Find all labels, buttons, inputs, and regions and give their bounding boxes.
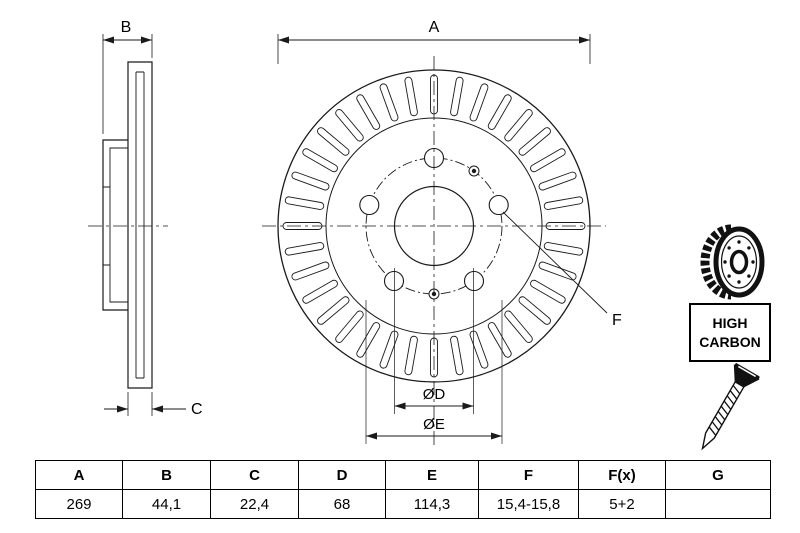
- high-carbon-line1: HIGH: [712, 315, 748, 332]
- side-view-hat-outer: [102, 139, 128, 311]
- dim-label-b: B: [121, 19, 132, 36]
- technical-drawing-canvas: A B C ØD: [88, 19, 765, 451]
- vent-slot: [518, 127, 551, 156]
- dimension-e: ØE: [365, 300, 503, 444]
- vent-slot: [487, 322, 512, 358]
- table-header-row: A B C D E F F(x) G: [35, 460, 771, 490]
- table-value-row: 269 44,1 22,4 68 114,3 15,4-15,8 5+2: [35, 489, 771, 519]
- bolt-hole: [383, 270, 405, 292]
- bolt-hole: [488, 194, 509, 216]
- table-header-cell: E: [385, 460, 479, 490]
- vent-slot: [530, 279, 566, 304]
- vent-slot: [284, 242, 325, 256]
- vent-slot: [404, 76, 418, 117]
- disc-face-inner-ring: [720, 235, 758, 289]
- vent-slot: [379, 83, 399, 122]
- vent-slot: [543, 196, 584, 210]
- disc-rim-band: [700, 224, 732, 300]
- vent-slot: [291, 261, 330, 281]
- dim-label-a: A: [429, 19, 440, 36]
- table-value-cell: 15,4-15,8: [478, 489, 579, 519]
- table-value-cell: 22,4: [210, 489, 299, 519]
- vent-slot: [379, 330, 399, 369]
- f-leader-line: [502, 211, 608, 314]
- table-value-cell: 44,1: [122, 489, 211, 519]
- bolt-hole: [463, 270, 485, 292]
- vent-slot: [356, 322, 381, 358]
- vent-slot: [284, 196, 325, 210]
- vent-slot: [317, 127, 350, 156]
- dimension-f: F: [502, 211, 622, 329]
- side-view-bore-edges: [103, 186, 110, 266]
- dimension-a: A: [277, 19, 591, 64]
- table-value-cell: 5+2: [578, 489, 666, 519]
- side-view-ring-outline: [127, 61, 153, 389]
- side-view-hat-inner: [109, 147, 128, 303]
- dim-label-c: C: [191, 401, 203, 418]
- vent-slot: [543, 242, 584, 256]
- vent-slot: [469, 83, 489, 122]
- table-value-cell: 269: [35, 489, 123, 519]
- brake-disc-icon: [700, 224, 765, 300]
- table-header-cell: A: [35, 460, 123, 490]
- table-value-cell: [665, 489, 771, 519]
- vent-slot: [538, 171, 577, 191]
- vent-slot: [469, 330, 489, 369]
- vent-slot: [302, 148, 338, 173]
- disc-bolt-dots: [723, 240, 755, 284]
- dimension-d: ØD: [394, 268, 474, 414]
- vent-slot: [504, 310, 533, 343]
- vent-slot: [302, 279, 338, 304]
- table-value-cell: 68: [298, 489, 386, 519]
- table-header-cell: B: [122, 460, 211, 490]
- vent-slot: [356, 94, 381, 130]
- side-view: [88, 61, 168, 389]
- vent-slot: [291, 171, 330, 191]
- vent-slot: [530, 148, 566, 173]
- vent-slot: [404, 335, 418, 376]
- vent-slot: [317, 296, 350, 325]
- high-carbon-badge: HIGH CARBON: [689, 303, 771, 362]
- vent-slot: [504, 109, 533, 142]
- disc-hub: [729, 249, 749, 275]
- dimension-spec-table: A B C D E F F(x) G 269 44,1 22,4 68 114,…: [35, 460, 771, 519]
- vent-slot: [538, 261, 577, 281]
- front-view: [262, 56, 606, 448]
- high-carbon-line2: CARBON: [699, 333, 761, 350]
- bolt-hole: [359, 194, 380, 216]
- dimension-c: C: [104, 392, 203, 418]
- vent-slot: [487, 94, 512, 130]
- dim-label-d: ØD: [423, 386, 446, 403]
- table-header-cell: F(x): [578, 460, 666, 490]
- vent-slot: [335, 109, 364, 142]
- dimension-b: B: [102, 19, 153, 134]
- dim-label-f: F: [612, 312, 622, 329]
- vent-slot: [335, 310, 364, 343]
- vent-slot: [450, 335, 464, 376]
- table-header-cell: F: [478, 460, 579, 490]
- table-header-cell: D: [298, 460, 386, 490]
- vent-slot: [518, 296, 551, 325]
- side-view-vent-channel: [135, 71, 145, 379]
- screw-icon: [701, 363, 760, 451]
- dim-label-e: ØE: [423, 416, 445, 433]
- vent-slot: [450, 76, 464, 117]
- table-value-cell: 114,3: [385, 489, 479, 519]
- table-header-cell: G: [665, 460, 771, 490]
- table-header-cell: C: [210, 460, 299, 490]
- pin-hole: [468, 165, 480, 177]
